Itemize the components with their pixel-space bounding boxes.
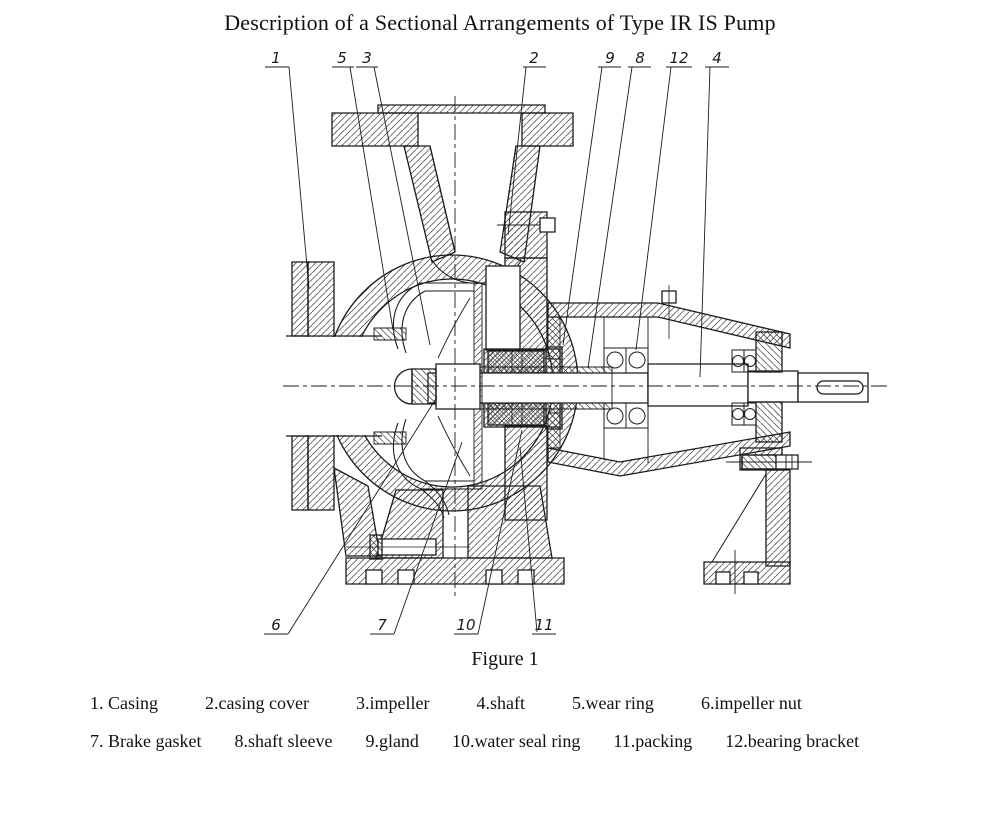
- wear-ring-upper: [374, 328, 406, 340]
- legend-item-casing: 1. Casing: [90, 693, 159, 713]
- legend-item-shaft-sleeve: 8.shaft sleeve: [234, 731, 333, 751]
- callout-8: 8: [635, 49, 645, 67]
- impeller-nut: [412, 369, 436, 404]
- bracket-support-foot: [704, 448, 798, 584]
- leader-5-wear-ring: [350, 67, 393, 330]
- legend-item-water-seal-ring: 10.water seal ring: [451, 731, 581, 751]
- wear-ring-lower: [374, 432, 406, 444]
- leader-8-shaft-sleeve: [588, 67, 632, 368]
- leader-3-impeller: [374, 67, 430, 345]
- callout-11: 11: [534, 616, 553, 634]
- centerlines: [283, 96, 888, 600]
- discharge-flange: [332, 105, 573, 146]
- leader-11-packing: [520, 447, 537, 632]
- ball-bearings: [604, 348, 756, 428]
- legend-item-brake-gasket: 7. Brake gasket: [90, 731, 202, 751]
- callout-4: 4: [712, 49, 722, 67]
- callout-underlines: [264, 67, 729, 634]
- callout-6: 6: [271, 616, 281, 634]
- shaft: [428, 364, 868, 409]
- impeller-hub: [436, 364, 480, 409]
- callout-2: 2: [529, 49, 539, 67]
- leader-lines: [288, 67, 710, 634]
- impeller-nut-nose: [395, 369, 412, 404]
- legend-item-packing: 11.packing: [613, 731, 693, 751]
- callout-9: 9: [605, 49, 615, 67]
- page-title: Description of a Sectional Arrangements …: [224, 10, 776, 35]
- callout-5: 5: [337, 49, 347, 67]
- leader-1-casing: [289, 67, 309, 288]
- callout-numbers: 1 5 3 2 9 8 12 4 6 7 10 11: [271, 49, 722, 634]
- legend-item-gland: 9.gland: [365, 731, 419, 751]
- callout-10: 10: [456, 616, 475, 634]
- bearing-end-cap: [756, 332, 782, 372]
- legend-item-wear-ring: 5.wear ring: [571, 693, 654, 713]
- bearing-bracket: [548, 285, 798, 584]
- drain-bolt: [346, 535, 470, 559]
- figure-caption: Figure 1: [471, 648, 539, 670]
- legend-item-bearing-bracket: 12.bearing bracket: [725, 731, 860, 751]
- callout-12: 12: [669, 49, 688, 67]
- legend-item-shaft: 4.shaft: [476, 693, 525, 713]
- legend-row-2: 7. Brake gasket 8.shaft sleeve 9.gland 1…: [90, 731, 859, 752]
- legend-item-impeller-nut: 6.impeller nut: [700, 693, 802, 713]
- leader-2-casing-cover: [508, 67, 526, 235]
- leader-9-gland: [563, 67, 602, 345]
- callout-7: 7: [377, 616, 387, 634]
- shaft-keyway: [817, 381, 863, 394]
- leader-6-impeller-nut: [288, 397, 437, 634]
- leader-7-brake-gasket: [394, 442, 462, 634]
- legend-row-1: 1. Casing 2.casing cover 3.impeller 4.sh…: [90, 693, 802, 714]
- impeller-vane-lower: [438, 416, 470, 476]
- leader-4-shaft: [700, 67, 710, 377]
- water-seal-ring: [512, 351, 522, 425]
- legend-item-impeller: 3.impeller: [355, 693, 430, 713]
- leader-12-bearing-bracket: [636, 67, 671, 350]
- leader-10-water-seal-ring: [478, 430, 522, 634]
- callout-3: 3: [362, 49, 372, 67]
- legend-item-casing-cover: 2.casing cover: [205, 693, 309, 713]
- callout-1: 1: [271, 49, 281, 67]
